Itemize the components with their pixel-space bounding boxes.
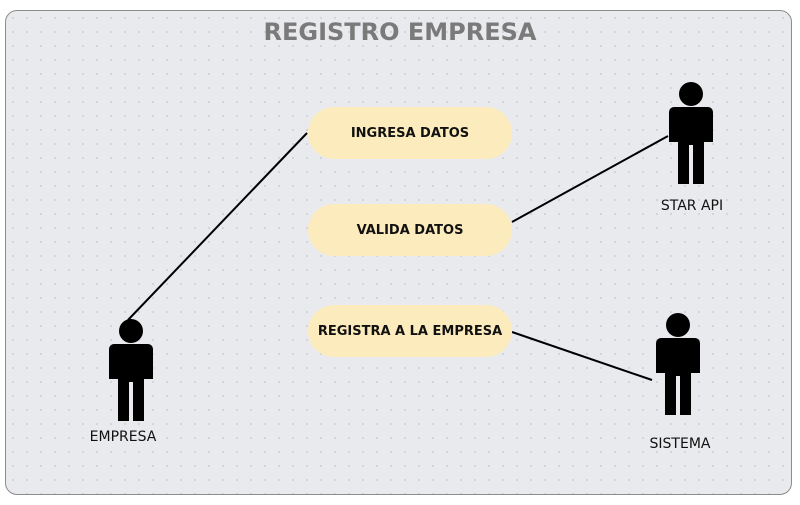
use-case-valida-datos[interactable]: VALIDA DATOS <box>308 204 512 256</box>
use-case-label: REGISTRA A LA EMPRESA <box>317 323 503 339</box>
actor-empresa-icon[interactable] <box>106 319 156 421</box>
use-case-label: INGRESA DATOS <box>350 125 470 141</box>
use-case-ingresa-datos[interactable]: INGRESA DATOS <box>308 107 512 159</box>
actor-sistema-icon[interactable] <box>653 313 703 415</box>
actor-sistema-label: SISTEMA <box>649 436 711 452</box>
association-sistema-registra <box>511 331 653 381</box>
association-starapi-valida <box>511 135 669 223</box>
diagram-title: REGISTRO EMPRESA <box>263 18 537 46</box>
use-case-registra-empresa[interactable]: REGISTRA A LA EMPRESA <box>308 305 512 357</box>
actor-empresa-label: EMPRESA <box>89 429 157 445</box>
actor-star-api-icon[interactable] <box>666 82 716 184</box>
use-case-label: VALIDA DATOS <box>356 222 464 238</box>
association-empresa-ingresa <box>127 132 308 321</box>
actor-star-api-label: STAR API <box>660 198 724 214</box>
